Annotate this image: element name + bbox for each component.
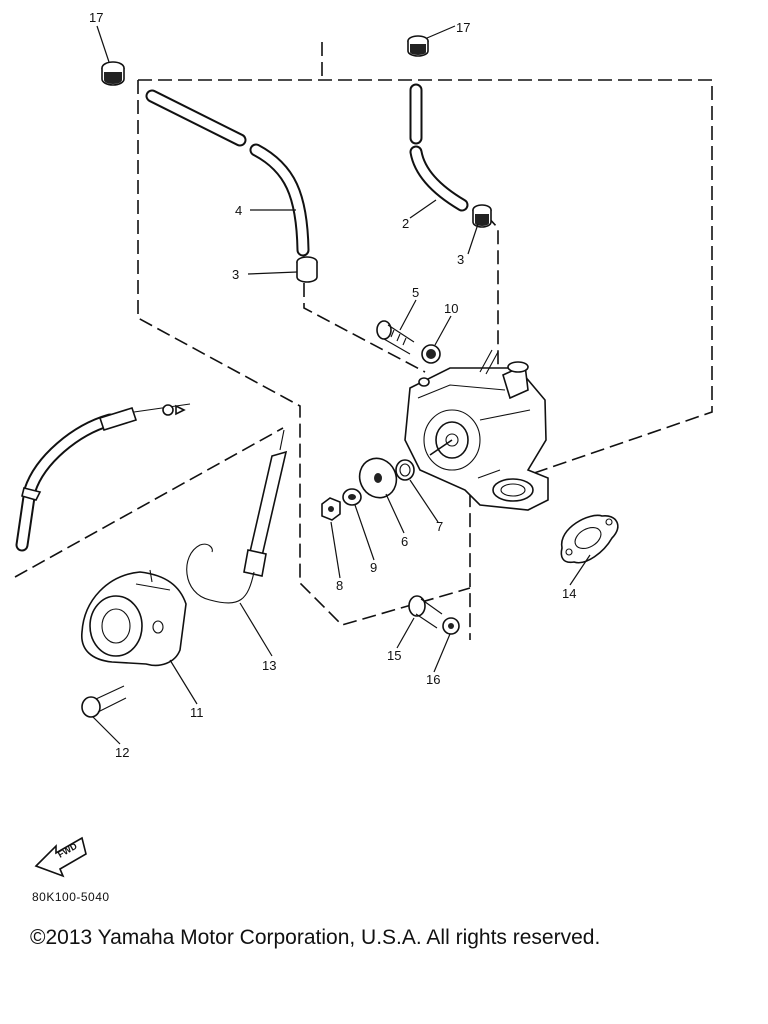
nut-part-8 bbox=[321, 497, 341, 521]
callout-3-right: 3 bbox=[457, 252, 464, 267]
callout-3-left: 3 bbox=[232, 267, 239, 282]
callout-15: 15 bbox=[387, 648, 401, 663]
callout-9: 9 bbox=[370, 560, 377, 575]
bolt-part-5 bbox=[376, 320, 415, 355]
callout-6: 6 bbox=[401, 534, 408, 549]
cap-part-17-left bbox=[101, 61, 125, 86]
callout-11: 11 bbox=[190, 705, 204, 720]
callout-5: 5 bbox=[412, 285, 419, 300]
clamp-part-3-right bbox=[472, 204, 492, 228]
callout-numbers: 17 17 4 2 3 3 5 10 6 7 8 9 13 14 15 16 1… bbox=[89, 10, 576, 760]
gasket-part-14 bbox=[560, 514, 619, 564]
cable-part-13 bbox=[186, 429, 288, 604]
drawing-code: 80K100-5040 bbox=[32, 890, 110, 904]
clamp-part-3-left bbox=[296, 256, 318, 283]
copyright-notice: ©2013 Yamaha Motor Corporation, U.S.A. A… bbox=[30, 926, 601, 949]
callout-10: 10 bbox=[444, 301, 458, 316]
callout-13: 13 bbox=[262, 658, 276, 673]
callout-17-right: 17 bbox=[456, 20, 470, 35]
bolt-part-15 bbox=[408, 595, 443, 629]
callout-16: 16 bbox=[426, 672, 440, 687]
forward-direction-arrow: FWD bbox=[34, 836, 87, 878]
hose-part-4 bbox=[145, 89, 310, 257]
washer-part-9 bbox=[342, 488, 362, 506]
callout-leader-lines bbox=[92, 25, 591, 745]
callout-12: 12 bbox=[115, 745, 129, 760]
oil-pump-body bbox=[404, 349, 549, 511]
cap-part-17-right bbox=[407, 35, 429, 57]
callout-17-left: 17 bbox=[89, 10, 103, 25]
washer-part-16 bbox=[442, 617, 460, 635]
control-cable bbox=[15, 403, 191, 552]
washer-part-10 bbox=[421, 344, 441, 364]
seal-part-7 bbox=[395, 459, 415, 481]
callout-8: 8 bbox=[336, 578, 343, 593]
cover-part-11 bbox=[81, 569, 187, 667]
assembly-boundary bbox=[14, 42, 713, 640]
callout-7: 7 bbox=[436, 519, 443, 534]
bolt-part-12 bbox=[81, 685, 127, 718]
hose-part-2 bbox=[409, 83, 469, 212]
callout-4: 4 bbox=[235, 203, 242, 218]
callout-2: 2 bbox=[402, 216, 409, 231]
callout-14: 14 bbox=[562, 586, 576, 601]
